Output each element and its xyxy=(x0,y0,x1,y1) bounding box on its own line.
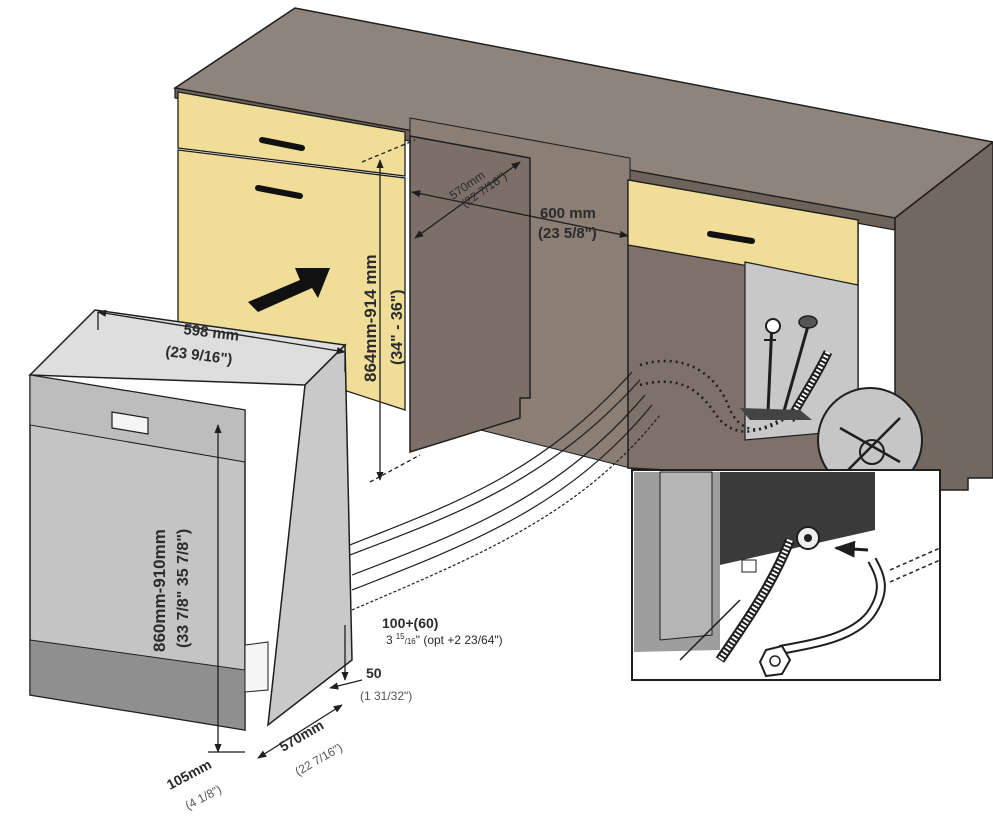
drawer-handle xyxy=(255,185,303,199)
door-gap-value: 100+(60) xyxy=(382,615,438,631)
appliance-height-mm: 860mm-910mm xyxy=(150,529,169,652)
floor-hoses xyxy=(349,371,661,611)
drawer-handle xyxy=(707,231,755,244)
plinth-height-inch: (4 1/8") xyxy=(183,782,224,813)
water-tap-icon xyxy=(740,315,833,423)
niche-width-mm: 600 mm xyxy=(540,205,596,222)
appliance-height-inch: (33 7/8" 35 7/8") xyxy=(175,529,192,648)
dishwasher-plinth xyxy=(29,639,246,731)
niche-width-inch: (23 5/8") xyxy=(538,225,597,242)
drawer-handle xyxy=(259,137,305,151)
cabinet-height-mm: 864mm-914 mm xyxy=(361,254,380,382)
plinth-step-inch: (1 31/32") xyxy=(360,689,412,703)
door-hinge-bracket xyxy=(244,641,269,693)
appliance-depth-inch: (22 7/16") xyxy=(293,740,345,778)
dimension-lines xyxy=(97,139,629,759)
left-upper-drawer-front xyxy=(177,91,406,177)
insert-arrow-icon xyxy=(248,268,330,312)
appliance-width-mm: 598 mm xyxy=(183,321,241,345)
dishwasher xyxy=(28,309,353,731)
appliance-depth-mm: 570mm xyxy=(277,717,327,755)
plinth-step-value: 50 xyxy=(366,665,382,681)
cabinet-height-inch: (34" - 36") xyxy=(389,289,406,365)
hose-connector-icon xyxy=(758,644,792,678)
dishwasher-display xyxy=(111,411,149,435)
dishwasher-side xyxy=(267,343,353,727)
hose-routing-dotted xyxy=(639,359,791,433)
detail-inset xyxy=(631,469,941,681)
